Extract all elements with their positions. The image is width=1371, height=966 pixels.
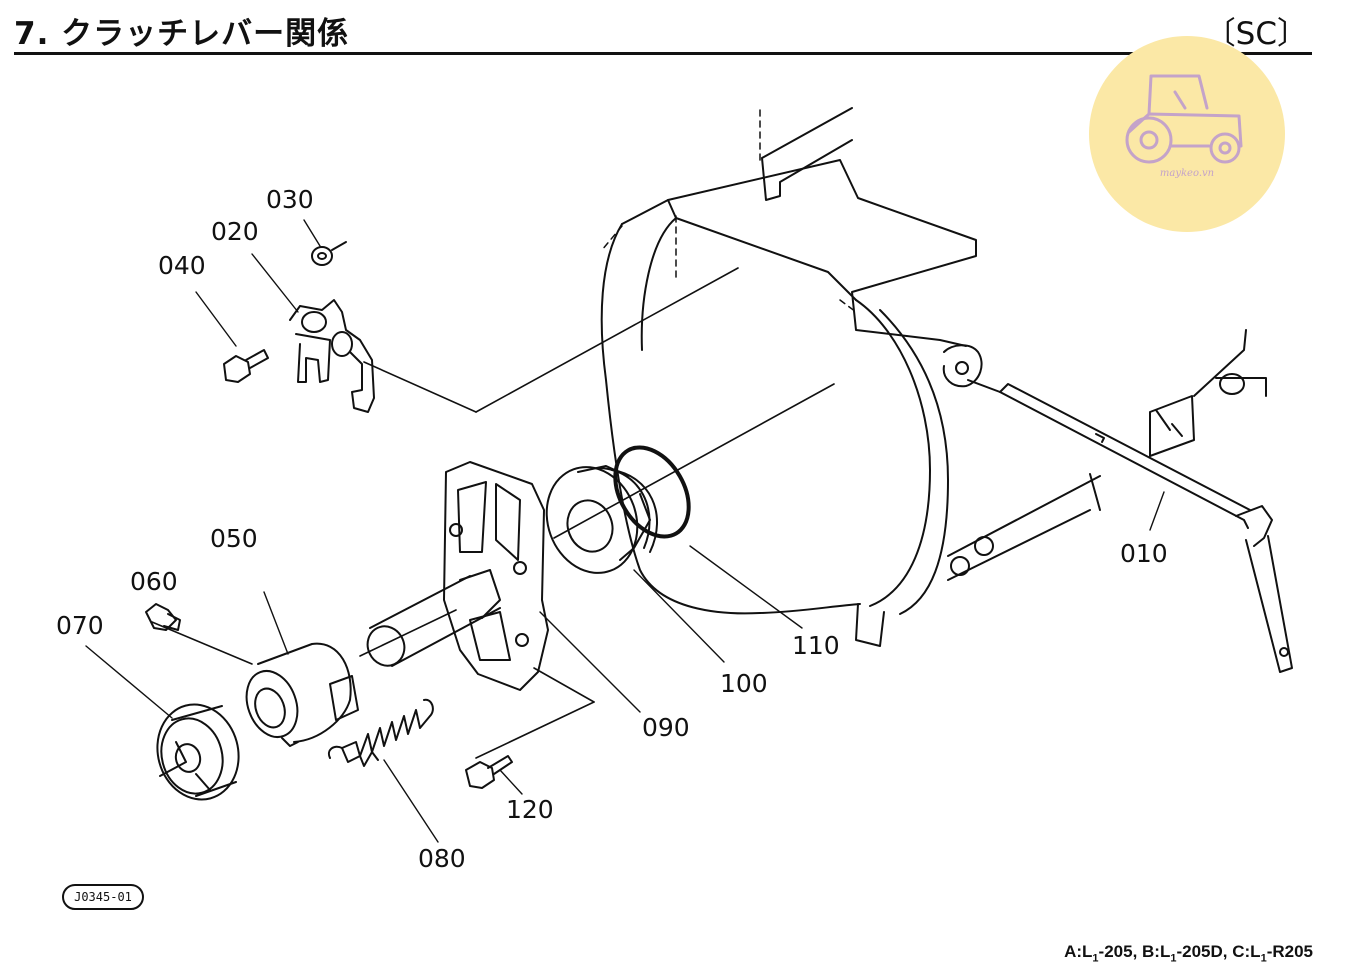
o-ring [613,445,691,539]
model-b: -205D, [1176,942,1233,961]
clutch-lever [289,299,375,413]
clutch-fork-shaft [967,379,1293,673]
model-c-prefix: C:L [1232,942,1261,961]
reference-code-stamp: J0345-01 [62,884,144,910]
part-label-040: 040 [158,251,206,280]
model-c-sub: 1 [1260,952,1267,965]
part-label-010: 010 [1120,539,1168,568]
fork-bolt [465,755,513,789]
part-label-070: 070 [56,611,104,640]
part-label-090: 090 [642,713,690,742]
part-label-100: 100 [720,669,768,698]
release-bearing [156,703,240,801]
model-applicability: A:L1-205, B:L1-205D, C:L1-R205 [1064,942,1313,964]
return-spring [328,698,434,767]
part-labels: 010 020 030 040 050 060 070 080 090 100 … [56,185,1168,873]
part-label-020: 020 [211,217,259,246]
bearing-holder [245,642,359,747]
part-label-110: 110 [792,631,840,660]
washer [311,241,347,266]
part-label-120: 120 [506,795,554,824]
watermark-text: maykeo.vn [1159,168,1215,179]
model-a-sub: 1 [1092,952,1099,965]
lever-bolt [223,349,269,383]
part-label-050: 050 [210,524,258,553]
tractor-icon [1125,74,1243,164]
transmission-housing [600,107,1267,647]
part-label-030: 030 [266,185,314,214]
grease-nipple [145,603,181,631]
bearing-hub [545,465,658,574]
part-label-060: 060 [130,567,178,596]
model-b-sub: 1 [1170,952,1177,965]
housing-hidden-lines [601,109,857,313]
assembly-axis-lines [151,267,835,759]
part-label-080: 080 [418,844,466,873]
model-c: -R205 [1266,942,1313,961]
page-header: 7. クラッチレバー関係 〔SC〕 [14,6,1312,55]
model-a-prefix: A:L [1064,942,1093,961]
model-a: -205, [1098,942,1143,961]
release-fork [366,461,549,691]
leader-lines [85,219,1165,843]
model-b-prefix: B:L [1142,942,1171,961]
page-title: 7. クラッチレバー関係 [14,16,350,52]
watermark-logo: maykeo.vn [1089,36,1285,232]
